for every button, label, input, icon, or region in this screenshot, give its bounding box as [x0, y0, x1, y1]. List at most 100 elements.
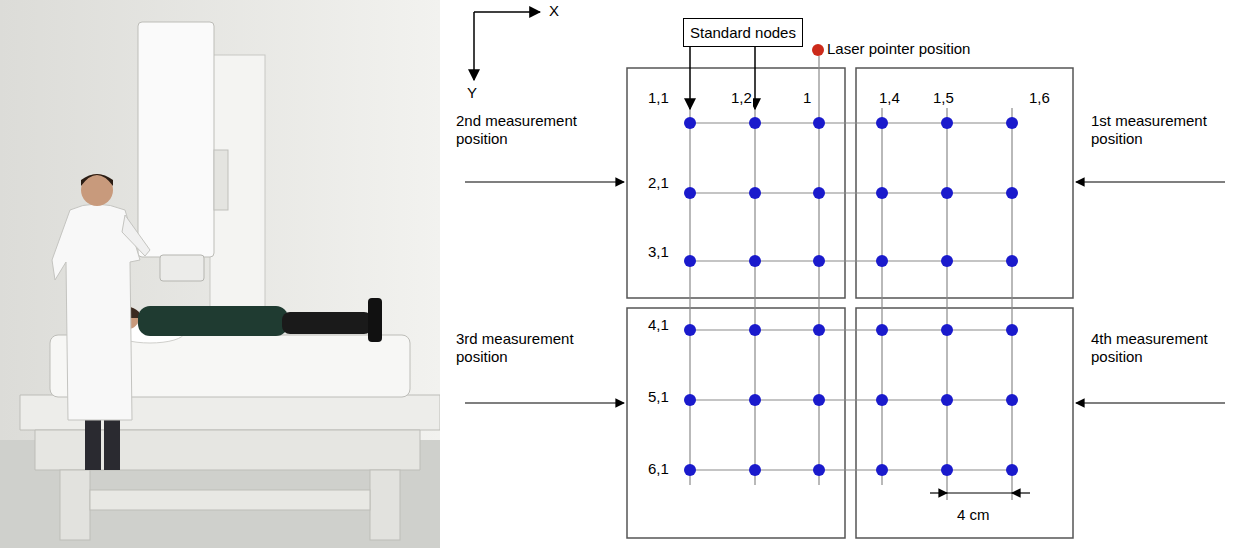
- axis-label: X: [548, 2, 560, 20]
- grid-node: [684, 255, 696, 267]
- node-index: 2,1: [647, 174, 670, 192]
- y-axis: [473, 12, 475, 80]
- position-arrow: [465, 402, 624, 403]
- grid-node: [749, 187, 761, 199]
- grid-line: [690, 399, 1012, 400]
- patient-body: [138, 306, 288, 336]
- grid-node: [941, 464, 953, 476]
- laser-label: Laser pointer position: [826, 40, 971, 58]
- position-label: 3rd measurement position: [455, 330, 607, 366]
- grid-line: [689, 108, 690, 485]
- grid-line: [690, 469, 1012, 470]
- grid-node: [876, 464, 888, 476]
- patient-legs: [282, 312, 372, 334]
- grid-node: [876, 117, 888, 129]
- patient-feet: [368, 298, 382, 342]
- grid-node: [749, 464, 761, 476]
- grid-node: [941, 255, 953, 267]
- grid-node: [941, 394, 953, 406]
- grid-node: [876, 394, 888, 406]
- label-box: Standard nodes: [683, 18, 803, 47]
- measurement-square: [627, 68, 845, 298]
- position-label: 1st measurement position: [1090, 112, 1242, 148]
- machine-arm: [210, 55, 265, 340]
- grid-node: [813, 117, 825, 129]
- man-arm: [122, 215, 150, 256]
- machine-panel: [214, 150, 228, 210]
- machine-head: [138, 22, 214, 257]
- grid-node: [749, 324, 761, 336]
- node-index: 1,1: [647, 89, 670, 107]
- table-leg: [60, 470, 90, 540]
- grid-node: [1006, 324, 1018, 336]
- node-grid: [684, 56, 1018, 500]
- grid-node: [876, 324, 888, 336]
- wall: [0, 0, 440, 548]
- grid-node: [941, 324, 953, 336]
- grid-node: [684, 187, 696, 199]
- position-arrow: [465, 181, 624, 182]
- grid-line: [754, 108, 755, 485]
- photo-illustration: [0, 0, 440, 548]
- grid-node: [1006, 117, 1018, 129]
- detector: [160, 255, 204, 281]
- grid-node: [1006, 187, 1018, 199]
- position-label: 2nd measurement position: [455, 112, 607, 148]
- grid-line: [946, 108, 947, 500]
- dimension-arrow: [1012, 492, 1030, 493]
- laser-dot: [812, 44, 824, 56]
- grid-node: [813, 255, 825, 267]
- measurement-square: [856, 308, 1073, 538]
- position-arrow: [1076, 181, 1225, 182]
- dimension-label: 4 cm: [956, 506, 991, 524]
- grid-node: [684, 394, 696, 406]
- table-frame: [90, 490, 370, 510]
- x-axis: [474, 11, 540, 13]
- grid-line: [690, 329, 1012, 330]
- node-arrows: [690, 47, 755, 109]
- node-index: 1,4: [878, 89, 901, 107]
- grid-node: [1006, 255, 1018, 267]
- grid-node: [749, 117, 761, 129]
- node-index: 5,1: [647, 388, 670, 406]
- measurement-square: [856, 68, 1073, 298]
- grid-node: [749, 255, 761, 267]
- node-index: 4,1: [647, 316, 670, 334]
- grid-node: [941, 117, 953, 129]
- grid-node: [684, 324, 696, 336]
- grid-node: [876, 255, 888, 267]
- node-index: 3,1: [647, 243, 670, 261]
- grid-node: [941, 187, 953, 199]
- grid-node: [813, 464, 825, 476]
- grid-node: [813, 187, 825, 199]
- node-index: 6,1: [647, 460, 670, 478]
- pointer-arrow: [689, 47, 691, 109]
- man-head: [81, 174, 113, 206]
- grid-line: [881, 108, 882, 485]
- grid-node: [813, 394, 825, 406]
- grid-node: [1006, 394, 1018, 406]
- axis-label: Y: [466, 84, 478, 102]
- table-leg: [370, 470, 400, 540]
- pointer-arrow: [754, 47, 756, 109]
- node-index: 1,2: [730, 89, 753, 107]
- node-index: 1,6: [1028, 89, 1051, 107]
- grid-node: [876, 187, 888, 199]
- node-index: 1: [802, 89, 812, 107]
- grid-node: [1006, 464, 1018, 476]
- grid-node: [684, 464, 696, 476]
- grid-line: [1011, 108, 1012, 500]
- grid-line: [690, 260, 1012, 261]
- dimension-arrow: [930, 492, 947, 493]
- grid-line: [690, 192, 1012, 193]
- grid-node: [813, 324, 825, 336]
- grid-node: [749, 394, 761, 406]
- position-arrow: [1076, 402, 1225, 403]
- grid-node: [684, 117, 696, 129]
- position-label: 4th measurement position: [1090, 330, 1242, 366]
- measurement-square: [627, 308, 845, 538]
- grid-line: [690, 122, 1012, 123]
- man-hair: [81, 174, 113, 186]
- dimension-line: [947, 493, 1012, 494]
